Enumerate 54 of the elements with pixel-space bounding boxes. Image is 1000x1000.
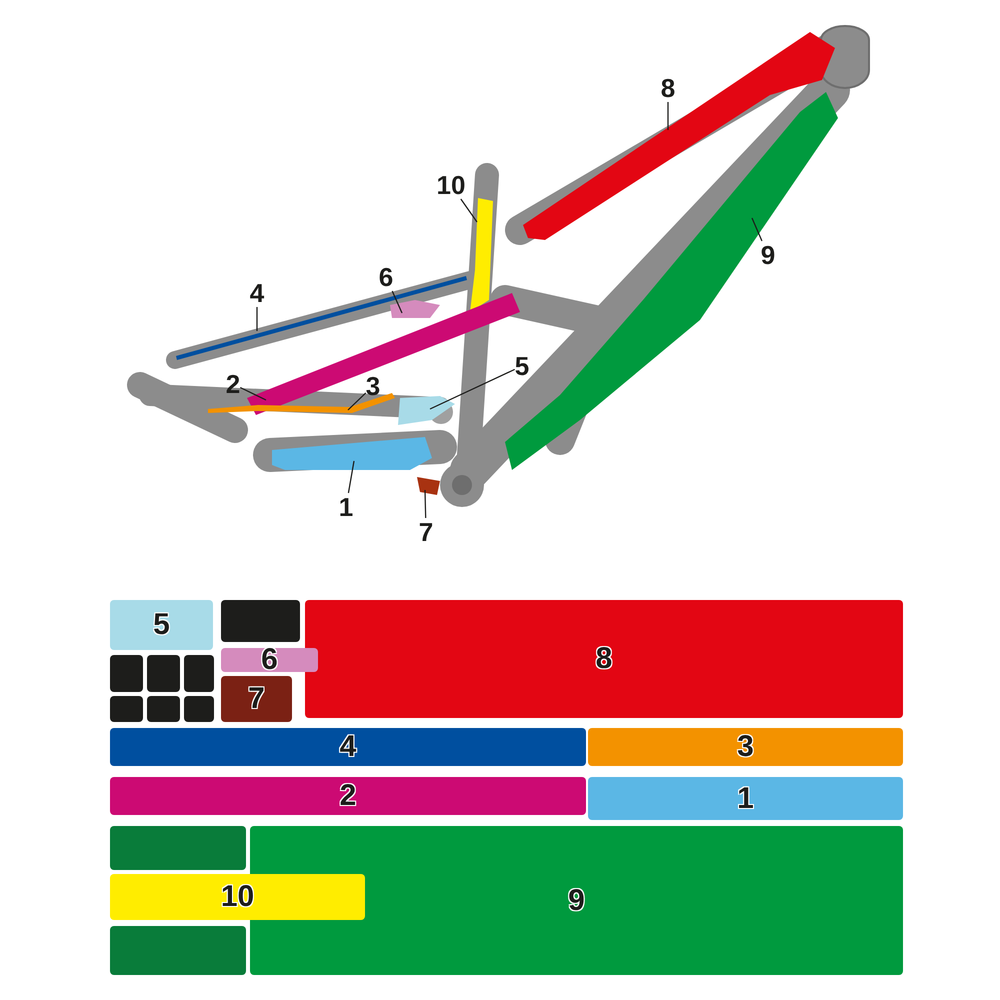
sticker-number: 10 bbox=[220, 880, 254, 914]
protection-patch bbox=[272, 437, 432, 470]
numbered-sticker bbox=[110, 728, 586, 766]
numbered-sticker bbox=[110, 874, 365, 920]
leader-line bbox=[751, 218, 762, 242]
leader-line bbox=[424, 490, 426, 518]
numbered-sticker bbox=[110, 600, 213, 650]
numbered-sticker bbox=[588, 728, 903, 766]
callout-number: 3 bbox=[366, 372, 380, 400]
sticker-number: 1 bbox=[737, 782, 754, 816]
callout-number: 10 bbox=[436, 171, 466, 199]
protection-patch bbox=[398, 396, 455, 425]
protection-patch bbox=[470, 198, 493, 312]
numbered-sticker bbox=[221, 648, 318, 672]
sticker-number: 3 bbox=[737, 730, 754, 764]
callout-number: 6 bbox=[378, 263, 394, 291]
leader-line bbox=[348, 460, 355, 494]
callout-number: 1 bbox=[338, 493, 354, 521]
callout-number: 7 bbox=[418, 518, 434, 546]
sticker-number: 9 bbox=[568, 884, 585, 918]
callout-number: 4 bbox=[250, 279, 264, 307]
sticker-number: 2 bbox=[340, 779, 356, 813]
blank-sticker bbox=[147, 696, 180, 722]
leader-line bbox=[460, 198, 478, 222]
blank-sticker bbox=[110, 926, 246, 975]
blank-sticker bbox=[110, 655, 143, 692]
sticker-number: 5 bbox=[153, 608, 170, 642]
protection-patch bbox=[523, 32, 835, 240]
blank-sticker bbox=[110, 696, 143, 722]
protection-patch bbox=[390, 300, 440, 318]
blank-sticker bbox=[221, 600, 300, 642]
sticker-number: 6 bbox=[261, 643, 278, 677]
numbered-sticker bbox=[221, 676, 292, 722]
leader-line bbox=[348, 392, 366, 410]
leader-line bbox=[430, 368, 516, 410]
numbered-sticker bbox=[110, 777, 586, 815]
leader-line bbox=[240, 386, 266, 401]
blank-sticker bbox=[184, 696, 214, 722]
numbered-sticker bbox=[588, 777, 903, 820]
leader-line bbox=[667, 102, 669, 130]
sticker-number: 7 bbox=[248, 682, 265, 716]
callout-number: 9 bbox=[760, 241, 776, 269]
blank-sticker bbox=[110, 826, 246, 870]
blank-sticker bbox=[184, 655, 214, 692]
sticker-number: 4 bbox=[340, 730, 356, 764]
protection-patch bbox=[417, 477, 440, 495]
leader-line bbox=[256, 307, 258, 331]
sticker-number: 8 bbox=[596, 642, 612, 676]
callout-number: 8 bbox=[660, 74, 676, 102]
blank-sticker bbox=[147, 655, 180, 692]
numbered-sticker bbox=[305, 600, 903, 718]
callout-number: 2 bbox=[226, 370, 240, 398]
leader-line bbox=[392, 290, 403, 314]
callout-number: 5 bbox=[514, 352, 530, 380]
